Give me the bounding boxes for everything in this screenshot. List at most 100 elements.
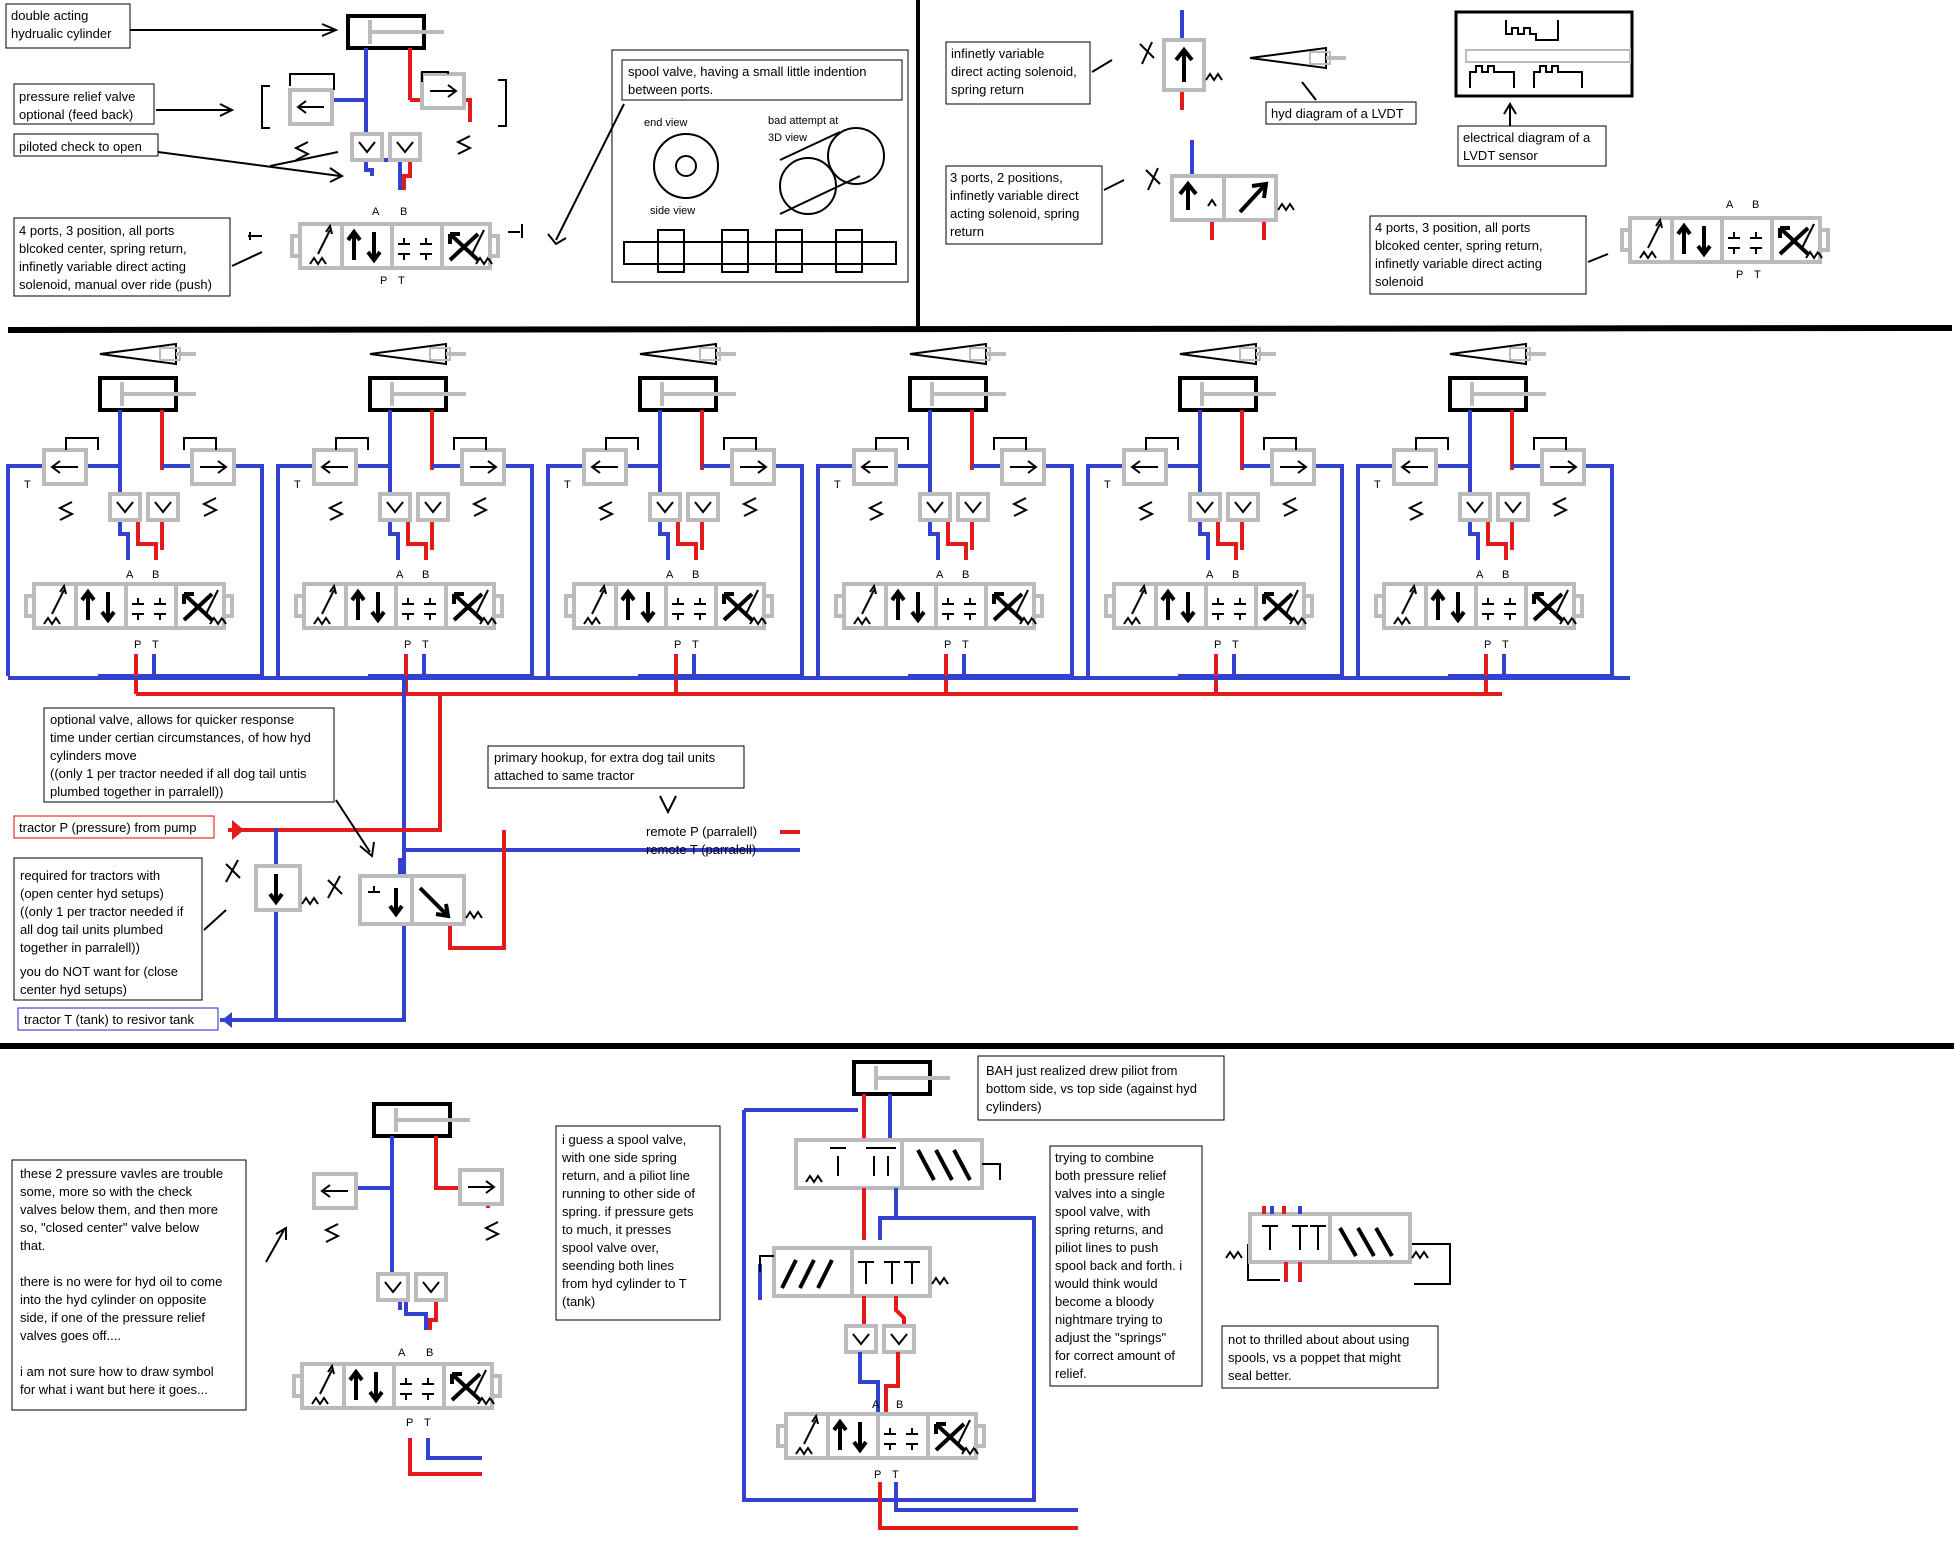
label-trouble1: these 2 pressure vavles are trouble	[20, 1166, 223, 1181]
label-relief1: pressure relief valve	[19, 89, 135, 104]
label-v4a-3: infinetly variable direct acting	[19, 259, 186, 274]
port-t: T	[398, 275, 405, 287]
label-v4b-3: infinetly variable direct acting	[1375, 256, 1542, 271]
label-guess8: seending both lines	[562, 1258, 675, 1273]
port-label: T	[24, 479, 31, 491]
label-cyl-title: double acting	[11, 8, 88, 23]
port-b: B	[400, 206, 407, 218]
label-combine1: trying to combine	[1055, 1150, 1154, 1165]
port-label: A	[1476, 569, 1484, 581]
port-label: B	[422, 569, 429, 581]
label-ivs2: direct acting solenoid,	[951, 64, 1077, 79]
label-combine2: both pressure relief	[1055, 1168, 1167, 1183]
port-b-bottom: B	[426, 1347, 433, 1359]
port-a-mid: A	[872, 1399, 880, 1411]
label-poppet1: not to thrilled about about using	[1228, 1332, 1409, 1347]
port-label: A	[396, 569, 404, 581]
label-trouble4: so, "closed center" valve below	[20, 1220, 200, 1235]
label-bad-3d-2: 3D view	[768, 132, 807, 144]
label-combine5: spring returns, and	[1055, 1222, 1163, 1237]
label-guess3: return, and a piliot line	[562, 1168, 690, 1183]
label-v4b-2: blcoked center, spring return,	[1375, 238, 1543, 253]
label-combine11: adjust the "springs"	[1055, 1330, 1167, 1345]
label-guess10: (tank)	[562, 1294, 595, 1309]
port-p-right: P	[1736, 269, 1743, 281]
label-spool1: spool valve, having a small little inden…	[628, 64, 866, 79]
label-bah1: BAH just realized drew piliot from	[986, 1063, 1177, 1078]
port-label: T	[1232, 639, 1239, 651]
label-req5: together in parralell))	[20, 940, 140, 955]
port-a-right: A	[1726, 199, 1734, 211]
label-req3: ((only 1 per tractor needed if	[20, 904, 184, 919]
label-v4a-1: 4 ports, 3 position, all ports	[19, 223, 175, 238]
port-t-right: T	[1754, 269, 1761, 281]
port-label: T	[152, 639, 159, 651]
port-label: P	[134, 639, 141, 651]
label-opt4: ((only 1 per tractor needed if all dog t…	[50, 766, 307, 781]
port-label: P	[1484, 639, 1491, 651]
control-section: optional valve, allows for quicker respo…	[13, 707, 757, 1031]
port-label: A	[1206, 569, 1214, 581]
top-divider-horizontal	[7, 325, 1953, 333]
port-label: T	[834, 479, 841, 491]
port-label: P	[1214, 639, 1221, 651]
label-primary2: attached to same tractor	[494, 768, 635, 783]
port-label: B	[1232, 569, 1239, 581]
label-guess7: spool valve over,	[562, 1240, 659, 1255]
port-label: T	[564, 479, 571, 491]
port-label: T	[294, 479, 301, 491]
label-spool2: between ports.	[628, 82, 713, 97]
label-v3p-2: infinetly variable direct	[950, 188, 1079, 203]
label-guess9: from hyd cylinder to T	[562, 1276, 687, 1291]
port-p-bottom: P	[406, 1417, 413, 1429]
label-poppet3: seal better.	[1228, 1368, 1292, 1383]
label-opt1: optional valve, allows for quicker respo…	[50, 712, 294, 727]
port-t-mid: T	[892, 1469, 899, 1481]
label-trouble10: i am not sure how to draw symbol	[20, 1364, 214, 1379]
label-trouble5: that.	[20, 1238, 45, 1253]
label-guess1: i guess a spool valve,	[562, 1132, 686, 1147]
label-cyl-title2: hydrualic cylinder	[11, 26, 112, 41]
label-opt3: cylinders move	[50, 748, 137, 763]
label-lvdt-el2: LVDT sensor	[1463, 148, 1538, 163]
label-guess5: spring. if pressure gets	[562, 1204, 694, 1219]
label-opt5: plumbed together in parralell))	[50, 784, 223, 799]
label-v3p-1: 3 ports, 2 positions,	[950, 170, 1063, 185]
legend-unit: double acting hydrualic cylinder A B P T…	[5, 3, 909, 297]
port-t-bottom: T	[424, 1417, 431, 1429]
port-a: A	[372, 206, 380, 218]
label-req1: required for tractors with	[20, 868, 160, 883]
label-bad-3d-1: bad attempt at	[768, 115, 838, 127]
label-trouble11: for what i want but here it goes...	[20, 1382, 208, 1397]
port-label: T	[692, 639, 699, 651]
label-guess2: with one side spring	[561, 1150, 677, 1165]
label-req6: you do NOT want for (close	[20, 964, 178, 979]
port-label: T	[1502, 639, 1509, 651]
port-label: T	[962, 639, 969, 651]
port-label: P	[944, 639, 951, 651]
label-req2: (open center hyd setups)	[20, 886, 164, 901]
port-label: B	[1502, 569, 1509, 581]
label-combine12: for correct amount of	[1055, 1348, 1175, 1363]
bottom-section: these 2 pressure vavles are trouble some…	[11, 1055, 1451, 1530]
label-v4a-4: solenoid, manual over ride (push)	[19, 277, 212, 292]
label-tractor-p: tractor P (pressure) from pump	[19, 820, 196, 835]
label-pilot-check: piloted check to open	[19, 139, 142, 154]
label-v4b-1: 4 ports, 3 position, all ports	[1375, 220, 1531, 235]
port-label: B	[692, 569, 699, 581]
label-remote-t: remote T (parralell)	[646, 842, 756, 857]
label-opt2: time under certian circumstances, of how…	[50, 730, 311, 745]
label-v3p-3: acting solenoid, spring	[950, 206, 1079, 221]
label-v3p-4: return	[950, 224, 984, 239]
label-ivs3: spring return	[951, 82, 1024, 97]
label-combine10: nightmare trying to	[1055, 1312, 1163, 1327]
port-label: B	[152, 569, 159, 581]
label-end-view: end view	[644, 117, 687, 129]
label-bah3: cylinders)	[986, 1099, 1042, 1114]
